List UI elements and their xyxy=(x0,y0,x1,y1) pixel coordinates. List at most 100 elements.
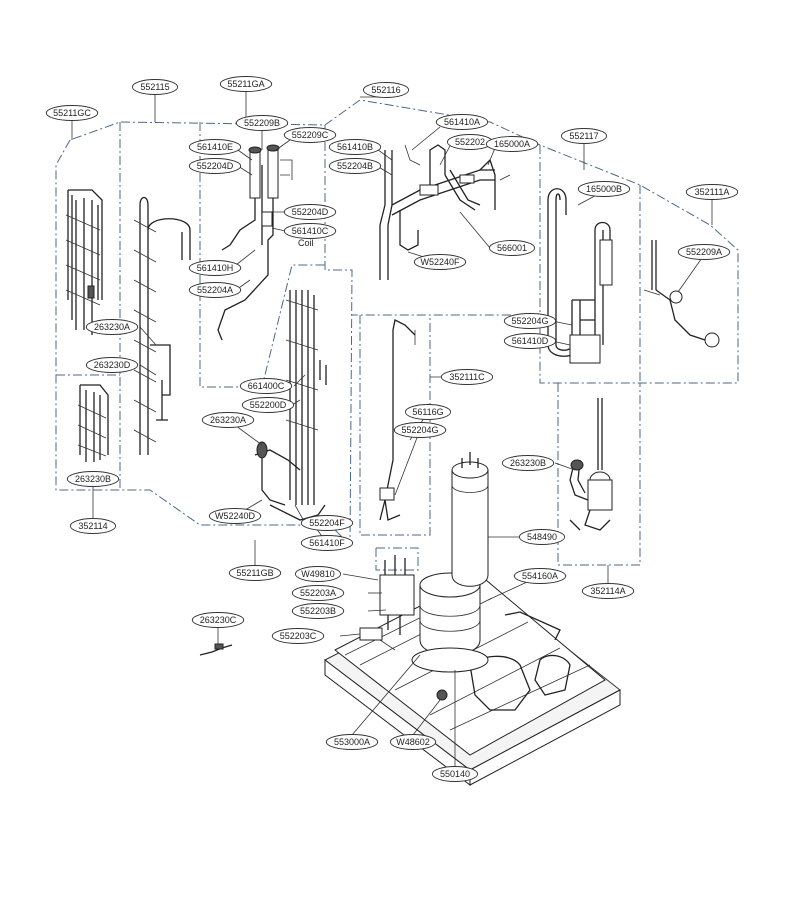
callout-ellipse xyxy=(235,115,289,131)
callout-552204a: 552204A xyxy=(188,282,242,298)
callout-label: 552204G xyxy=(401,425,438,435)
callout-554160a: 554160A xyxy=(513,568,567,584)
callout-552203a: 552203A xyxy=(291,585,345,601)
callout-label: 263230D xyxy=(94,360,131,370)
callout-561410e: 561410E xyxy=(188,139,242,155)
callout-w49810: W49810 xyxy=(294,566,342,582)
callout-263230a: 263230A xyxy=(201,412,255,428)
callout-label: 552209A xyxy=(686,247,722,257)
callout-ellipse xyxy=(389,734,437,750)
callout-label: 263230B xyxy=(510,458,546,468)
callout-label: 552204B xyxy=(337,161,373,171)
callout-ellipse xyxy=(488,240,536,256)
callout-661400c: 661400C xyxy=(239,378,293,394)
callout-552209c: 552209C xyxy=(283,127,337,143)
callout-ellipse xyxy=(577,181,631,197)
callout-ellipse xyxy=(328,158,382,174)
callout-352114a: 352114A xyxy=(581,583,635,599)
callout-ellipse xyxy=(518,529,566,545)
callout-label: 561410D xyxy=(512,336,549,346)
part-552115-drawing xyxy=(133,196,191,455)
callout-ellipse xyxy=(85,357,139,373)
callout-ellipse xyxy=(85,319,139,335)
callout-ellipse xyxy=(413,254,467,270)
callout-label: W49810 xyxy=(301,569,335,579)
callout-552204g: 552204G xyxy=(503,313,557,329)
callout-553000a: 553000A xyxy=(325,734,379,750)
callout-label: 561410B xyxy=(337,142,373,152)
callout-ellipse xyxy=(283,127,337,143)
callout-label: 552115 xyxy=(140,82,169,92)
callout-label: 561410E xyxy=(197,142,233,152)
callout-ellipse xyxy=(560,128,608,144)
callout-label: 553000A xyxy=(334,737,370,747)
callout-ellipse xyxy=(435,114,489,130)
callout-label: 263230B xyxy=(75,474,111,484)
callout-ellipse xyxy=(440,369,494,385)
callout-label: 352111C xyxy=(449,372,485,382)
callout-ellipse xyxy=(503,333,557,349)
callout-label: 263230A xyxy=(94,322,130,332)
part-352111C-drawing xyxy=(379,319,416,521)
callout-ellipse xyxy=(677,244,731,260)
callout-ellipse xyxy=(283,204,337,220)
callout-552200d: 552200D xyxy=(241,397,295,413)
callout-label: 352114A xyxy=(590,586,625,596)
callout-548490: 548490 xyxy=(518,529,566,545)
callout-label: 561410H xyxy=(197,263,234,273)
callout-561410f: 561410F xyxy=(300,535,354,551)
callout-label: 263230A xyxy=(210,415,246,425)
part-552116-drawing xyxy=(379,144,511,280)
callout-263230b: 263230B xyxy=(66,471,120,487)
callout-263230c: 263230C xyxy=(191,612,245,628)
callout-label: 548490 xyxy=(527,532,557,542)
group-boundaries xyxy=(55,99,739,571)
callout-w48602: W48602 xyxy=(389,734,437,750)
callout-label: 566001 xyxy=(497,243,527,253)
part-552117-drawing xyxy=(547,188,613,364)
part-263230B-drawing xyxy=(77,384,109,462)
callout-56116g: 56116G xyxy=(404,404,452,420)
callout-ellipse xyxy=(328,139,382,155)
callout-ellipse xyxy=(241,397,295,413)
callout-ellipse xyxy=(291,585,345,601)
callout-label: 561410F xyxy=(309,538,345,548)
callout-ellipse xyxy=(393,422,447,438)
callout-552209b: 552209B xyxy=(235,115,289,131)
callout-ellipse xyxy=(283,223,337,239)
callout-ellipse xyxy=(404,404,452,420)
part-55211GA-drawing xyxy=(217,144,293,341)
callout-165000a: 165000A xyxy=(485,136,539,152)
callout-552204f: 552204F xyxy=(300,515,354,531)
callout-ellipse xyxy=(66,471,120,487)
callout-ellipse xyxy=(485,136,539,152)
part-55211GC-drawing xyxy=(65,189,103,335)
callout-ellipse xyxy=(191,612,245,628)
callout-561410a: 561410A xyxy=(435,114,489,130)
callout-label: 55211GA xyxy=(227,79,264,89)
part-352114A-drawing xyxy=(569,398,613,531)
callout-label: 561410A xyxy=(444,117,480,127)
callout-561410h: 561410H xyxy=(188,260,242,276)
callout-ellipse xyxy=(228,565,282,581)
callout-label: 552204D xyxy=(292,207,329,217)
callout-552115: 552115 xyxy=(131,79,179,95)
callout-label: 561410C xyxy=(292,226,329,236)
callout-ellipse xyxy=(69,518,117,534)
callout-label: 552117 xyxy=(569,131,598,141)
callout-label: 552204A xyxy=(197,285,233,295)
callout-label: W52240F xyxy=(420,257,460,267)
callout-ellipse xyxy=(294,566,342,582)
callout-ellipse xyxy=(219,76,273,92)
callout-263230d: 263230D xyxy=(85,357,139,373)
callout-label: 552203A xyxy=(300,588,336,598)
callout-566001: 566001 xyxy=(488,240,536,256)
callout-ellipse xyxy=(501,455,555,471)
callout-ellipse xyxy=(45,105,99,121)
callout-label: 552204G xyxy=(511,316,548,326)
callout-ellipse xyxy=(685,184,739,200)
callout-552204d: 552204D xyxy=(283,204,337,220)
